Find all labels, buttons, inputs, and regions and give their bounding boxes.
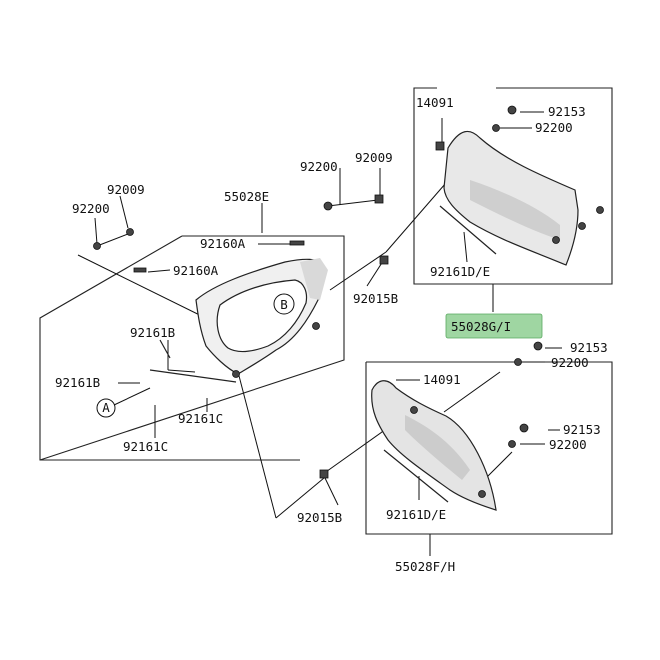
part-label-92009-mid: 92009 [355, 150, 393, 165]
part-label-92160A-2: 92160A [173, 263, 219, 278]
part-labels: 14091 92153 92200 92200 92009 92009 9220… [55, 95, 608, 574]
part-label-92161DE-low: 92161D/E [386, 507, 446, 522]
part-label-92200-top: 92200 [535, 120, 573, 135]
callout-B: B [273, 293, 295, 315]
part-label-92200-r2: 92200 [549, 437, 587, 452]
part-label-92161C-1: 92161C [178, 411, 223, 426]
callout-A: A [96, 398, 116, 418]
lower-right-panel [371, 380, 497, 511]
part-label-92015B-mid: 92015B [353, 291, 398, 306]
part-label-55028GI: 55028G/I [451, 319, 511, 334]
frame-left-assembly [39, 235, 345, 461]
part-label-92161DE-top: 92161D/E [430, 264, 490, 279]
part-label-55028E: 55028E [224, 189, 269, 204]
part-label-14091-top: 14091 [416, 95, 454, 110]
part-label-92200-left: 92200 [72, 201, 110, 216]
left-cluster-panel [149, 258, 328, 383]
part-label-92200-r1: 92200 [551, 355, 589, 370]
callout-A-text: A [102, 400, 110, 415]
frame-upper-right [413, 87, 613, 312]
part-label-92153-r1: 92153 [570, 340, 608, 355]
frame-lower-right [365, 361, 613, 556]
part-label-92153-top: 92153 [548, 104, 586, 119]
part-label-92160A-1: 92160A [200, 236, 246, 251]
part-label-14091-low: 14091 [423, 372, 461, 387]
fasteners [93, 105, 604, 498]
part-label-92153-r2: 92153 [563, 422, 601, 437]
callout-B-text: B [280, 297, 288, 312]
part-label-92161C-2: 92161C [123, 439, 168, 454]
part-label-92161B-1: 92161B [130, 325, 175, 340]
part-label-55028FH: 55028F/H [395, 559, 455, 574]
part-label-92009-left: 92009 [107, 182, 145, 197]
upper-right-panel [439, 130, 579, 266]
part-label-92015B-low: 92015B [297, 510, 342, 525]
highlight-55028GI [445, 313, 543, 339]
leader-lines [77, 111, 562, 519]
part-label-92200-mid: 92200 [300, 159, 338, 174]
part-label-92161B-2: 92161B [55, 375, 100, 390]
